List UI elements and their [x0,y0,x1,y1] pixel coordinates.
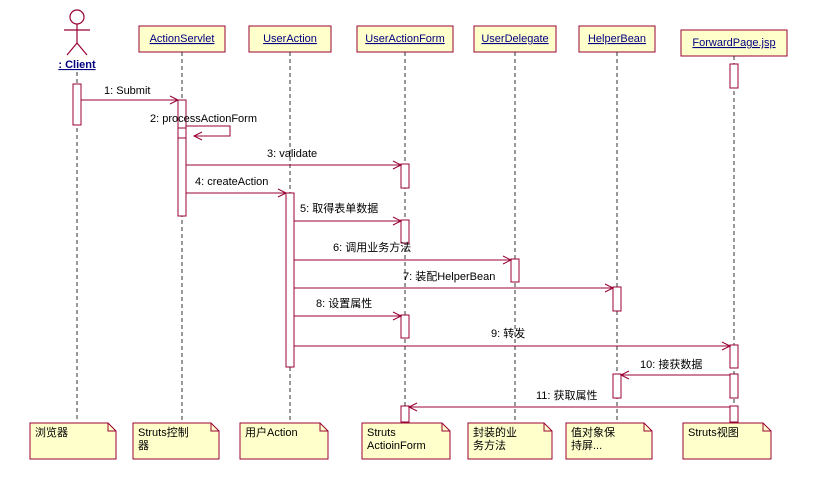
lifeline-helperbean-box [578,25,656,53]
note-client [29,422,117,460]
lifeline-actionservlet-box [138,25,226,53]
activation-forwardpage [729,373,739,399]
activation-useractionform [400,405,410,423]
note-userdelegate [467,422,553,460]
note-text-useractionform: Struts [367,427,396,439]
message-9-label: 9: 转发 [491,326,525,340]
activation-helperbean [612,373,622,399]
message-1-arrow-icon [169,95,180,105]
message-11-label: 11: 获取属性 [536,388,598,402]
message-1-label: 1: Submit [104,85,150,97]
note-fold-icon [319,423,328,432]
activation-actionservlet [177,99,187,217]
message-7-label: 7: 装配HelperBean [403,270,495,283]
note-fold-icon [441,423,450,432]
note-text-actionservlet: 器 [138,439,149,452]
note-text-useraction: 用户Action [245,425,298,439]
message-9-arrow-icon [721,341,732,351]
message-4-arrow-icon [277,188,288,198]
note-fold-icon [107,423,116,432]
message-5-label: 5: 取得表单数据 [300,201,378,215]
message-8-label: 8: 设置属性 [316,296,372,310]
activation-useractionform [400,314,410,339]
message-7-arrow-icon [604,283,615,293]
actor-leg-left [66,42,78,56]
note-text-userdelegate: 务方法 [473,438,506,452]
note-text-helperbean: 值对象保 [571,425,615,439]
message-2-arrow-icon [192,131,203,141]
message-11-arrow-icon [407,402,418,412]
note-fold-icon [643,423,652,432]
note-text-client: 浏览器 [35,425,68,439]
lifeline-label-forwardpage: ForwardPage.jsp [692,37,775,49]
activation-userdelegate [510,258,520,283]
lifeline-label-client: : Client [58,59,96,71]
note-text-helperbean: 持屏... [571,438,602,452]
activation-client [72,83,82,126]
message-6-arrow-icon [502,255,513,265]
activation-helperbean [612,286,622,312]
lifeline-label-userdelegate: UserDelegate [481,33,548,45]
note-text-useractionform: ActioinForm [367,440,426,452]
note-fold-icon [210,423,219,432]
note-fold-icon [543,423,552,432]
note-forwardpage [682,422,772,460]
message-10-arrow-icon [619,370,630,380]
lifeline-useraction-box [248,25,332,53]
message-2-line [186,125,231,137]
actor-head-icon [69,9,85,25]
lifeline-forwardpage-box [680,29,788,57]
note-text-actionservlet: Struts控制 [138,425,189,439]
lifeline-label-useraction: UserAction [263,33,317,45]
actor-leg-right [76,42,88,56]
message-10-label: 10: 接获数据 [640,357,702,371]
note-useractionform [361,422,451,460]
note-text-forwardpage: Struts视图 [688,425,739,439]
message-2-label: 2: processActionForm [150,113,257,125]
activation-forwardpage [729,405,739,423]
activation-actionservlet [177,127,187,139]
note-helperbean [565,422,653,460]
message-6-label: 6: 调用业务方法 [333,240,411,254]
activation-useractionform [400,219,410,244]
message-5-arrow-icon [392,216,403,226]
lifeline-label-helperbean: HelperBean [588,33,646,45]
lifeline-label-actionservlet: ActionServlet [150,33,215,45]
note-text-userdelegate: 封装的业 [473,425,517,439]
activation-useraction [285,192,295,368]
activation-forwardpage [729,63,739,89]
lifeline-useractionform-box [356,25,454,53]
note-actionservlet [132,422,220,460]
note-useraction [239,422,329,460]
message-3-label: 3: validate [267,148,317,160]
activation-forwardpage [729,344,739,369]
activation-useractionform [400,163,410,189]
message-4-label: 4: createAction [195,176,268,188]
message-3-arrow-icon [392,160,403,170]
lifeline-label-useractionform: UserActionForm [365,33,444,45]
note-fold-icon [762,423,771,432]
message-8-arrow-icon [392,311,403,321]
